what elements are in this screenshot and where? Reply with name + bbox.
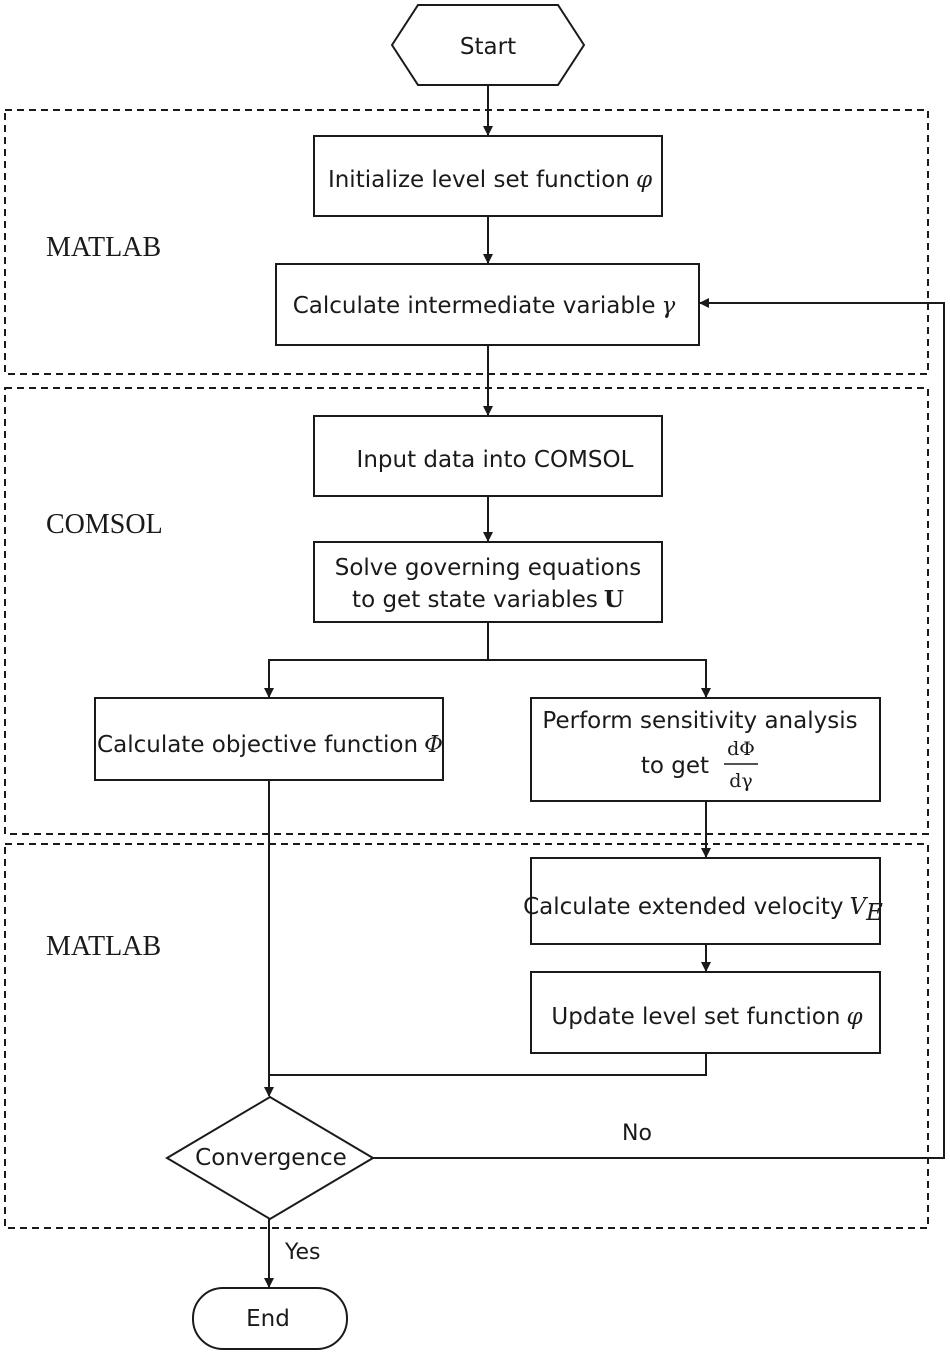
sensitivity-label-line1: Perform sensitivity analysis xyxy=(542,708,857,734)
end-node xyxy=(192,1287,348,1350)
input-comsol-label: Input data into COMSOL xyxy=(357,447,634,473)
region-label-comsol: COMSOL xyxy=(46,509,163,540)
solve-box xyxy=(313,541,663,623)
region-comsol xyxy=(4,387,929,835)
start-label: Start xyxy=(460,34,516,60)
arrow-no-loop xyxy=(373,298,945,1159)
region-matlab-top xyxy=(4,109,929,375)
sensitivity-denominator: dγ xyxy=(729,770,753,792)
update-box xyxy=(530,971,881,1054)
initialize-box xyxy=(313,135,663,217)
region-label-matlab-top: MATLAB xyxy=(46,232,161,263)
sensitivity-numerator: dΦ xyxy=(727,738,755,760)
region-matlab-bottom xyxy=(4,843,929,1229)
objective-box xyxy=(94,697,444,781)
end-label: End xyxy=(246,1306,290,1332)
input-comsol-box xyxy=(313,415,663,497)
sensitivity-box xyxy=(530,697,881,802)
edge-label-yes: Yes xyxy=(284,1240,321,1265)
edge-label-no: No xyxy=(622,1121,652,1146)
arrow-solve-sensitivity xyxy=(488,659,711,698)
sensitivity-label-line2: to get xyxy=(641,753,709,779)
start-node xyxy=(390,4,586,86)
line-update-merge xyxy=(269,1053,707,1076)
arrow-solve-objective xyxy=(264,659,488,698)
convergence-label: Convergence xyxy=(195,1145,347,1171)
region-label-matlab-bottom: MATLAB xyxy=(46,931,161,962)
solve-label-line1: Solve governing equations xyxy=(335,555,642,581)
